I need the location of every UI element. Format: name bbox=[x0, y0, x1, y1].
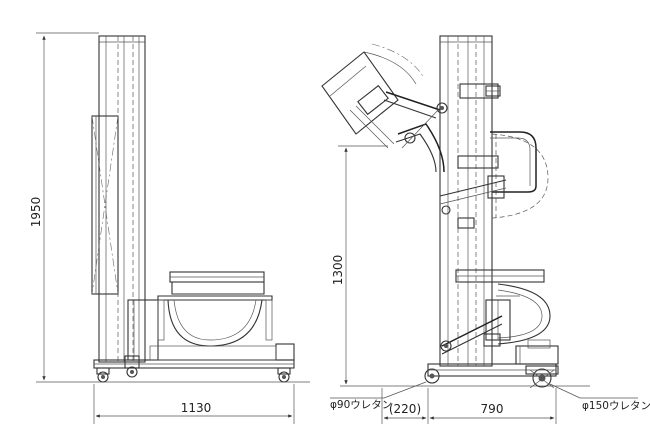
front-lower-bowl bbox=[455, 269, 551, 345]
front-mast-frame bbox=[439, 35, 493, 367]
side-front-caster bbox=[96, 367, 110, 383]
side-base-frame bbox=[93, 343, 295, 369]
front-lower-carriage bbox=[440, 299, 511, 355]
front-offset-label: (220) bbox=[389, 402, 421, 416]
front-small-caster bbox=[424, 368, 440, 384]
front-upper-bracket bbox=[459, 83, 501, 99]
front-middle-carriage bbox=[439, 155, 507, 229]
front-raised-bowl bbox=[490, 131, 549, 219]
front-view: 1300 (220) 790 φ90ウレタン φ150ウレタン bbox=[321, 35, 650, 424]
front-caster-label: φ90ウレタン bbox=[330, 399, 392, 411]
front-height-label: 1300 bbox=[331, 255, 345, 286]
side-carriage bbox=[127, 299, 159, 361]
front-caster-callout: φ90ウレタン bbox=[330, 381, 427, 411]
front-width-label: 790 bbox=[481, 402, 504, 416]
front-height-dimension: 1300 bbox=[331, 145, 388, 385]
side-mast-frame bbox=[98, 35, 146, 363]
rear-caster-label: φ150ウレタン bbox=[582, 400, 650, 412]
side-height-dimension: 1950 bbox=[29, 32, 99, 383]
front-large-caster bbox=[525, 365, 559, 389]
side-view: 1950 1130 bbox=[29, 32, 310, 424]
side-height-label: 1950 bbox=[29, 197, 43, 228]
side-cover-panel bbox=[91, 115, 119, 295]
front-tilted-bowl bbox=[321, 43, 425, 149]
side-width-label: 1130 bbox=[181, 401, 212, 415]
side-width-dimension: 1130 bbox=[93, 384, 295, 424]
rear-caster-callout: φ150ウレタン bbox=[549, 383, 650, 412]
side-rear-caster bbox=[277, 367, 291, 383]
front-tilt-arm bbox=[383, 91, 448, 173]
front-width-dimension: (220) 790 bbox=[381, 388, 557, 424]
side-bowl bbox=[157, 271, 273, 347]
